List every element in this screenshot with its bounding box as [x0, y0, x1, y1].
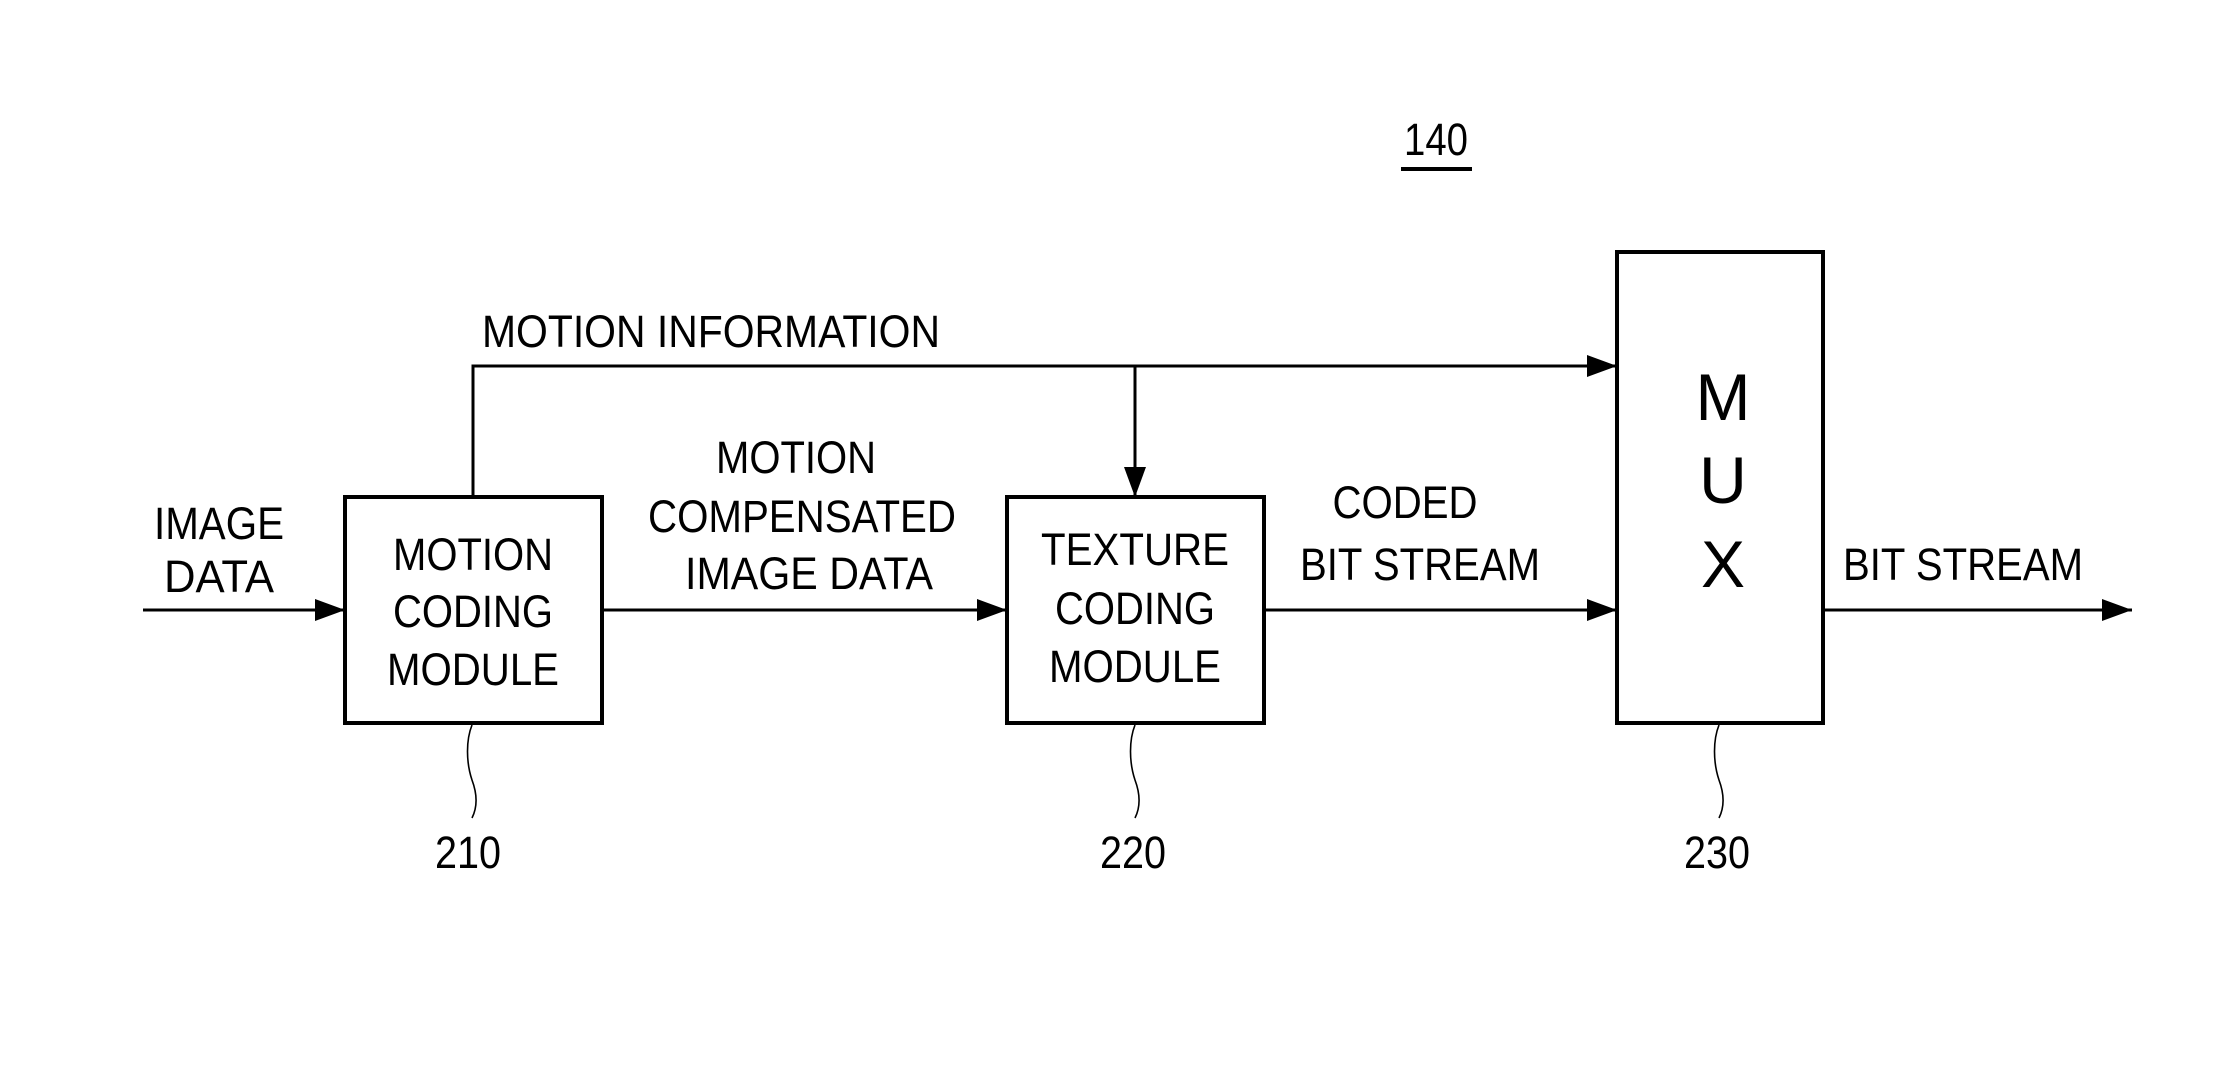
texture-coding-label-line-3: MODULE — [1049, 641, 1221, 692]
figure-reference-number: 140 — [1404, 114, 1468, 165]
image-data-label-line-1: IMAGE — [154, 498, 284, 549]
leader-line-230 — [1713, 724, 1724, 819]
reference-number-220: 220 — [1100, 827, 1166, 878]
motion-compensated-label-line-2: COMPENSATED — [648, 491, 956, 542]
texture-coding-label-line-2: CODING — [1055, 583, 1215, 634]
texture-coding-label-line-1: TEXTURE — [1041, 524, 1229, 575]
coded-bit-stream-label: CODED BIT STREAM — [1300, 477, 1540, 590]
bit-stream-output-label: BIT STREAM — [1843, 539, 2083, 590]
leader-line-220 — [1129, 724, 1140, 819]
texture-coding-module-block — [1005, 495, 1266, 725]
motion-compensated-label: MOTION COMPENSATED IMAGE DATA — [648, 432, 956, 599]
mux-label: M U X — [1696, 360, 1751, 601]
coded-bit-stream-label-line-2: BIT STREAM — [1300, 539, 1540, 590]
image-data-label: IMAGE DATA — [154, 498, 284, 602]
mux-label-letter-u: U — [1699, 443, 1747, 517]
coded-bit-stream-label-line-1: CODED — [1333, 477, 1478, 528]
image-data-label-line-2: DATA — [164, 551, 274, 602]
figure-reference: 140 — [1401, 114, 1472, 171]
leader-line-210 — [466, 724, 477, 819]
motion-coding-label-line-2: CODING — [393, 586, 553, 637]
mux-label-letter-m: M — [1696, 360, 1751, 434]
mux-label-letter-x: X — [1701, 527, 1745, 601]
motion-coding-label-line-1: MOTION — [393, 529, 553, 580]
motion-information-to-mux-arrow — [471, 355, 1617, 497]
motion-coding-module-label: MOTION CODING MODULE — [387, 529, 559, 695]
motion-compensated-label-line-3: IMAGE DATA — [685, 548, 933, 599]
motion-compensated-label-line-1: MOTION — [716, 432, 876, 483]
mux-block — [1615, 250, 1825, 725]
motion-information-label: MOTION INFORMATION — [482, 306, 940, 357]
reference-number-210: 210 — [435, 827, 501, 878]
motion-coding-label-line-3: MODULE — [387, 644, 559, 695]
reference-number-230: 230 — [1684, 827, 1750, 878]
texture-coding-module-label: TEXTURE CODING MODULE — [1041, 524, 1229, 692]
